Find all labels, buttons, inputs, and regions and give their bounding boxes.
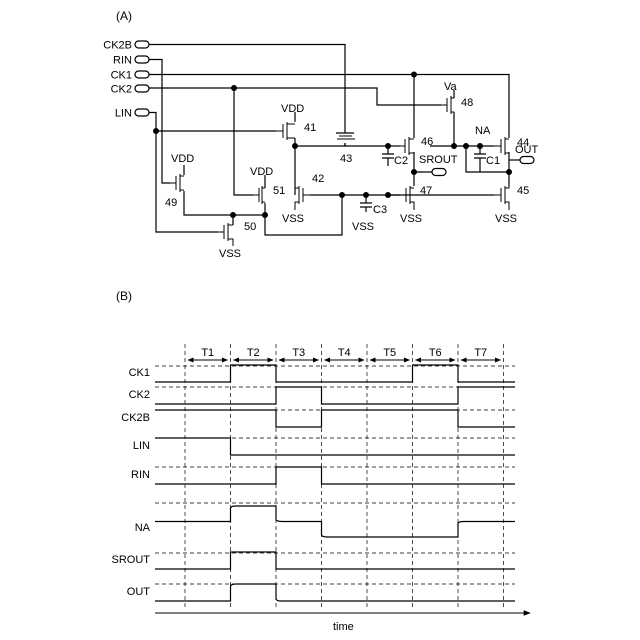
label-t43: 43 — [340, 153, 352, 165]
signal-label: RIN — [131, 469, 150, 481]
pin-lin[interactable] — [135, 109, 149, 116]
period-label: T2 — [247, 347, 260, 359]
signal-waveforms: CK1CK2CK2B LIN RIN NA SROUT OUT — [112, 365, 516, 601]
label-c1: C1 — [486, 155, 500, 167]
label-t44: 44 — [517, 137, 529, 149]
node-labels: NA SROUT OUT C1 C2 C3 — [373, 125, 539, 216]
signal-label: NA — [135, 522, 151, 534]
label-t51: 51 — [273, 185, 285, 197]
waveform-out — [155, 584, 515, 601]
waveform-ck2b — [155, 410, 515, 427]
period-markers: T1 T2 T3 T4 T5 T6 T7 — [185, 344, 504, 610]
label-ck1: CK1 — [111, 70, 132, 82]
pin-ck2[interactable] — [135, 85, 149, 92]
label-t47: 47 — [420, 185, 432, 197]
label-vss-42: VSS — [282, 213, 304, 225]
pin-srout[interactable] — [432, 169, 446, 176]
panel-b-label: (B) — [116, 289, 132, 303]
capacitor-c3 — [360, 203, 372, 212]
period-label: T5 — [383, 347, 396, 359]
label-vss-47: VSS — [400, 213, 422, 225]
label-ck2: CK2 — [111, 84, 132, 96]
capacitor-c2 — [382, 154, 394, 166]
waveform-lin — [155, 438, 515, 455]
period-label: T6 — [429, 347, 442, 359]
label-vdd-51: VDD — [250, 166, 273, 178]
transistor-labels: 41 42 43 44 45 46 47 48 49 50 51 — [165, 97, 529, 233]
signal-label: LIN — [133, 440, 150, 452]
label-vss-c3: VSS — [352, 221, 374, 233]
pin-ck2b[interactable] — [135, 41, 149, 48]
signal-label: CK1 — [129, 367, 150, 379]
label-va: Va — [444, 81, 458, 93]
waveform-ck2 — [155, 387, 515, 404]
label-t48: 48 — [461, 97, 473, 109]
label-c3: C3 — [373, 204, 387, 216]
waveform-na — [155, 506, 515, 537]
circuit-diagram: (A) CK2B RIN CK1 CK2 LIN — [103, 9, 538, 260]
waveform-ck1 — [155, 365, 515, 382]
label-rin: RIN — [113, 55, 132, 67]
label-t42: 42 — [312, 173, 324, 185]
wires — [149, 45, 520, 236]
label-vss-50: VSS — [219, 248, 241, 260]
signal-label: SROUT — [112, 554, 151, 566]
label-t45: 45 — [517, 185, 529, 197]
period-label: T4 — [338, 347, 351, 359]
waveform-srout — [155, 552, 515, 569]
timing-chart: (B) T1 T2 T3 T4 T5 T6 T7 CK1CK2CK2B LIN RIN NA SRO… — [112, 289, 531, 633]
capacitor-c1 — [474, 154, 486, 162]
label-vdd-41: VDD — [281, 103, 304, 115]
period-label: T7 — [474, 347, 487, 359]
period-label: T3 — [292, 347, 305, 359]
junction — [262, 212, 268, 218]
time-axis-label: time — [333, 621, 354, 633]
label-srout: SROUT — [419, 154, 458, 166]
label-ck2b: CK2B — [103, 40, 132, 52]
pin-rin[interactable] — [135, 56, 149, 63]
label-na: NA — [475, 125, 491, 137]
label-vdd-49: VDD — [171, 153, 194, 165]
period-label: T1 — [201, 347, 214, 359]
waveform-rin — [155, 467, 515, 484]
signal-label: CK2 — [129, 389, 150, 401]
label-t41: 41 — [304, 122, 316, 134]
label-t49: 49 — [165, 197, 177, 209]
transistor-symbols — [170, 96, 509, 246]
label-t46: 46 — [421, 136, 433, 148]
signal-label: CK2B — [121, 412, 150, 424]
label-lin: LIN — [115, 108, 132, 120]
pin-ck1[interactable] — [135, 71, 149, 78]
panel-a-label: (A) — [116, 9, 132, 23]
pin-out[interactable] — [520, 157, 534, 164]
signal-label: OUT — [127, 586, 151, 598]
label-vss-45: VSS — [495, 213, 517, 225]
label-c2: C2 — [394, 155, 408, 167]
input-terminals: CK2B RIN CK1 CK2 LIN — [103, 40, 149, 120]
label-t50: 50 — [244, 221, 256, 233]
